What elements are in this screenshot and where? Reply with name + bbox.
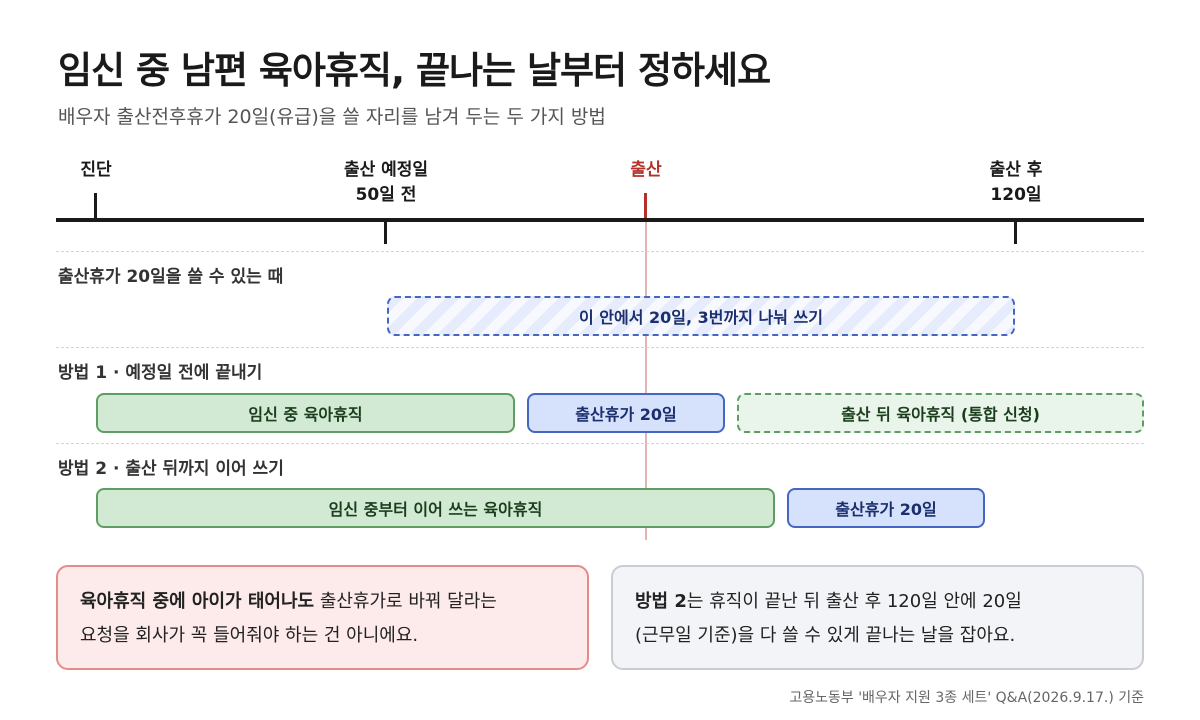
page-subtitle: 배우자 출산전후휴가 20일(유급)을 쓸 자리를 남겨 두는 두 가지 방법 <box>58 106 606 128</box>
method2-continuous-leave-bar: 임신 중부터 이어 쓰는 육아휴직 <box>96 488 775 528</box>
method1-pregnancy-leave-bar: 임신 중 육아휴직 <box>96 393 515 433</box>
warning-note-text: 출산휴가로 바꿔 달라는 <box>314 591 497 612</box>
milestone-diagnosis-label: 진단 <box>80 160 112 180</box>
birth-guide-line <box>645 222 647 540</box>
milestone-due-minus-50-label: 출산 예정일 50일 전 <box>343 160 429 205</box>
milestone-due-minus-50-tick <box>384 218 387 244</box>
window-row-label: 출산휴가 20일을 쓸 수 있는 때 <box>58 267 284 287</box>
milestone-diagnosis-tick <box>94 193 97 218</box>
page-title: 임신 중 남편 육아휴직, 끝나는 날부터 정하세요 <box>58 49 771 92</box>
milestone-birth-label: 출산 <box>630 160 662 180</box>
leave-window-bar: 이 안에서 20일, 3번까지 나눠 쓰기 <box>387 296 1015 336</box>
method1-row-label: 방법 1 · 예정일 전에 끝내기 <box>58 363 263 383</box>
leave-window-bar-label: 이 안에서 20일, 3번까지 나눠 쓰기 <box>579 308 823 327</box>
method1-postbirth-leave-bar: 출산 뒤 육아휴직 (통합 신청) <box>737 393 1144 433</box>
method2-note-text: 는 휴직이 끝난 뒤 출산 후 120일 안에 20일 <box>686 591 1022 612</box>
row-separator <box>56 251 1144 252</box>
row-separator <box>56 347 1144 348</box>
source-caption: 고용노동부 '배우자 지원 3종 세트' Q&A(2026.9.17.) 기준 <box>789 690 1144 706</box>
method2-note-bold: 방법 2 <box>635 591 687 612</box>
method2-row-label: 방법 2 · 출산 뒤까지 이어 쓰기 <box>58 459 284 479</box>
milestone-after-120-tick <box>1014 218 1017 244</box>
method1-pregnancy-leave-label: 임신 중 육아휴직 <box>248 405 363 424</box>
method2-note-line2: (근무일 기준)을 다 쓸 수 있게 끝나는 날을 잡아요. <box>635 625 1016 646</box>
warning-note: 육아휴직 중에 아이가 태어나도 출산휴가로 바꿔 달라는 요청을 회사가 꼭 … <box>56 565 589 670</box>
method1-paternity-leave-bar: 출산휴가 20일 <box>527 393 725 433</box>
milestone-birth-tick <box>644 193 647 218</box>
warning-note-bold: 육아휴직 중에 아이가 태어나도 <box>80 591 315 612</box>
method2-paternity-leave-label: 출산휴가 20일 <box>835 500 937 519</box>
warning-note-line2: 요청을 회사가 꼭 들어줘야 하는 건 아니에요. <box>80 625 419 646</box>
method2-paternity-leave-bar: 출산휴가 20일 <box>787 488 985 528</box>
milestone-after-120-label: 출산 후 120일 <box>989 160 1043 205</box>
method1-paternity-leave-label: 출산휴가 20일 <box>575 405 677 424</box>
timeline-axis <box>56 218 1144 222</box>
method2-note: 방법 2는 휴직이 끝난 뒤 출산 후 120일 안에 20일 (근무일 기준)… <box>611 565 1144 670</box>
row-separator <box>56 443 1144 444</box>
method1-postbirth-leave-label: 출산 뒤 육아휴직 (통합 신청) <box>841 405 1040 424</box>
method2-continuous-leave-label: 임신 중부터 이어 쓰는 육아휴직 <box>328 500 543 519</box>
